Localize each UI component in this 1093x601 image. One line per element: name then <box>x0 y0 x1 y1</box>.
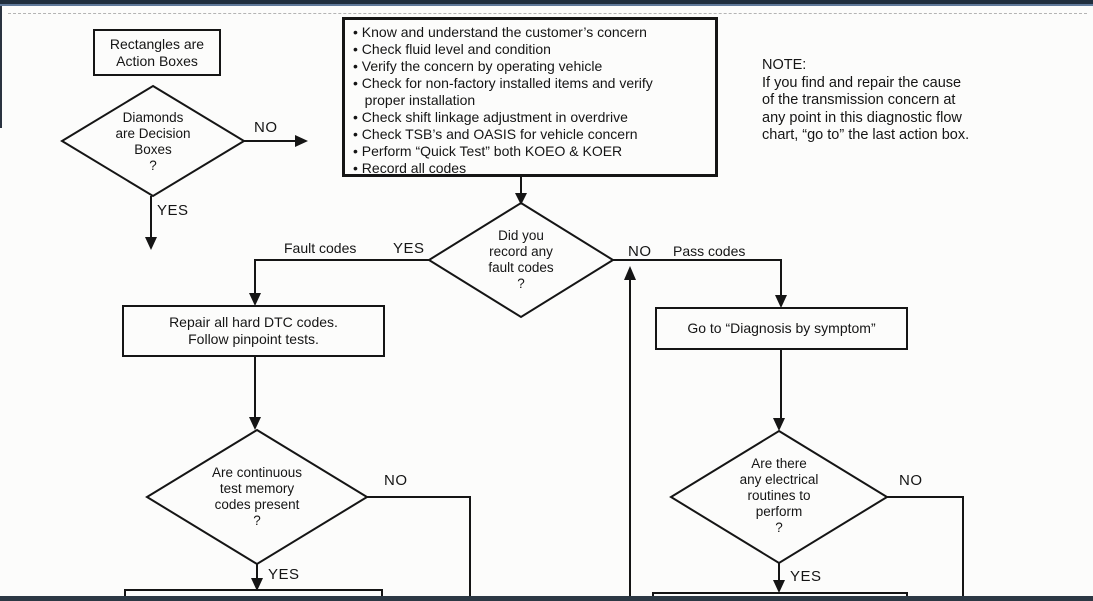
legend-no-arrowhead <box>295 135 308 147</box>
text-line: of the transmission concern at <box>762 92 956 108</box>
text-line: NOTE: <box>762 57 807 73</box>
text-line: If you find and repair the cause <box>762 74 962 91</box>
actions-arrowhead <box>515 193 527 205</box>
text-line: Follow pinpoint tests. <box>188 331 319 347</box>
text-line: • Check fluid level and condition <box>353 41 551 57</box>
legend-yes-label: YES <box>157 202 189 219</box>
text-line: • Check TSB’s and OASIS for vehicle conc… <box>353 126 638 142</box>
return-up-arrowhead <box>624 266 636 280</box>
legend-yes-arrowhead <box>145 237 157 250</box>
pass-codes-arrowhead <box>775 295 787 308</box>
text-line: chart, “go to” the last action box. <box>762 127 970 143</box>
text-line: perform <box>755 504 803 519</box>
record-codes-no-label: NO <box>628 243 652 260</box>
continuous-codes-no-label: NO <box>384 472 408 489</box>
legend-no-label: NO <box>254 119 278 136</box>
pass-codes-label: Pass codes <box>673 243 746 259</box>
electrical-routines-yes-label: YES <box>790 568 822 585</box>
record-codes-yes-label: YES <box>393 240 425 257</box>
text-line: test memory <box>219 481 295 496</box>
bottom-border-bar <box>0 596 1093 601</box>
text-line: • Perform “Quick Test” both KOEO & KOER <box>353 143 623 159</box>
continuous-no-line <box>367 496 471 601</box>
text-line: codes present <box>214 497 300 512</box>
text-line: Diamonds <box>122 110 184 125</box>
fault-codes-label: Fault codes <box>284 240 357 256</box>
text-line: • Record all codes <box>353 160 467 176</box>
top-border-bar <box>0 0 1093 4</box>
text-line: Boxes <box>134 142 172 157</box>
scan-artifact-dashed-line <box>8 13 1087 14</box>
electrical-routines-no-label: NO <box>899 472 923 489</box>
electrical-no-line <box>887 496 964 601</box>
text-line: Are continuous <box>211 465 303 480</box>
text-line: any point in this diagnostic flow <box>762 109 962 126</box>
text-line: Are there <box>751 456 807 471</box>
text-line: • Know and understand the customer’s con… <box>353 24 647 40</box>
text-line: fault codes <box>488 260 554 275</box>
text-line: ? <box>253 513 261 528</box>
text-line: ? <box>775 520 783 535</box>
text-line: proper installation <box>353 92 476 108</box>
top-border-stripe <box>0 4 1093 6</box>
text-line: • Check shift linkage adjustment in over… <box>353 109 628 125</box>
text-line: record any <box>489 244 553 259</box>
repair-dtc-codes-box: Repair all hard DTC codes.Follow pinpoin… <box>122 305 385 357</box>
goto-diagnosis-label: Go to “Diagnosis by symptom” <box>687 320 876 336</box>
fault-codes-branch-line <box>254 259 429 297</box>
goto-arrowhead <box>773 418 785 431</box>
text-line: Did you <box>498 228 544 243</box>
text-line: • Check for non-factory installed items … <box>353 75 653 91</box>
text-line: Repair all hard DTC codes. <box>169 314 338 330</box>
left-border-edge <box>0 0 2 128</box>
pass-codes-branch-line <box>613 259 782 299</box>
text-line: • Verify the concern by operating vehicl… <box>353 58 603 74</box>
continuous-codes-yes-label: YES <box>268 566 300 583</box>
goto-diagnosis-by-symptom-box: Go to “Diagnosis by symptom” <box>655 307 908 350</box>
repair-arrowhead <box>249 417 261 430</box>
text-line: Rectangles are <box>109 35 205 52</box>
text-line: Action Boxes <box>116 52 198 69</box>
text-line: ? <box>149 158 157 173</box>
text-line: routines to <box>747 488 811 503</box>
text-line: ? <box>517 276 525 291</box>
legend-decision-diamond-shape <box>60 84 246 198</box>
electrical-yes-arrowhead <box>773 580 785 593</box>
fault-codes-arrowhead <box>249 293 261 306</box>
initial-actions-box: • Know and understand the customer’s con… <box>342 17 718 177</box>
text-line: are Decision <box>115 126 191 141</box>
continuous-yes-arrowhead <box>251 578 263 591</box>
text-line: any electrical <box>739 472 819 487</box>
record-codes-diamond-shape <box>427 201 615 319</box>
